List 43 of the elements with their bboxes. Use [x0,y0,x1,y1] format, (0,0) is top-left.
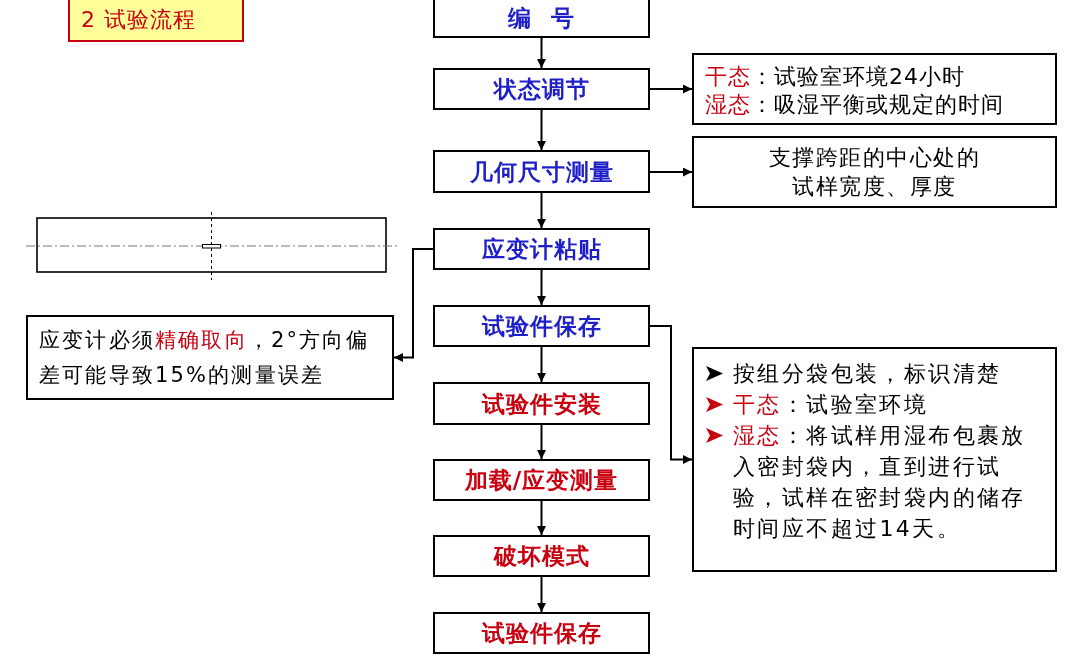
process-box [433,68,650,110]
note-text: 支撑跨距的中心处的试样宽度、厚度 [767,144,982,201]
arrow [649,325,693,464]
note-box [692,347,1057,572]
bullet-text: 干态：试验室环境 [733,391,930,419]
arrow [537,424,546,460]
note-text: 应变计必须精确取向，2°方向偏差可能导致15%的测量误差 [39,326,370,389]
step-label: 几何尺寸测量 [469,157,614,186]
arrow [537,192,546,229]
arrow [393,248,434,362]
note-box [692,53,1057,125]
process-box [433,459,650,501]
process-box [433,228,650,270]
arrow [649,84,693,94]
process-box [433,0,650,38]
bullet-text: 按组分袋包装，标识清楚 [733,360,1003,388]
step-label: 编 号 [507,4,576,32]
specimen-drawing [26,212,397,280]
arrow [537,269,546,306]
bullet-text: 湿态：将试样用湿布包裹放入密封袋内，直到进行试验，试样在密封袋内的储存时间应不超过14天。 [733,422,1027,543]
arrow [537,109,546,151]
process-box [433,612,650,654]
step-label: 试验件保存 [481,312,602,340]
process-box [433,382,650,425]
step-label: 试验件安装 [481,389,602,418]
note-box [26,315,394,400]
note-text: 湿态：吸湿平衡或规定的时间 [705,91,1005,119]
note-box [692,136,1057,208]
arrow [537,37,546,69]
step-label: 试验件保存 [481,619,602,647]
note-text: 干态：试验室环境24小时 [705,63,966,91]
step-label: 应变计粘贴 [481,235,602,263]
arrow [537,576,546,613]
process-box [433,535,650,577]
step-label: 破坏模式 [493,542,590,570]
arrow [537,346,546,383]
process-box [433,305,650,347]
step-label: 状态调节 [493,75,590,103]
process-box [433,150,650,193]
arrow [537,500,546,536]
section-title: 2 试验流程 [68,0,244,42]
arrow [649,167,693,177]
step-label: 加载/应变测量 [464,466,619,494]
